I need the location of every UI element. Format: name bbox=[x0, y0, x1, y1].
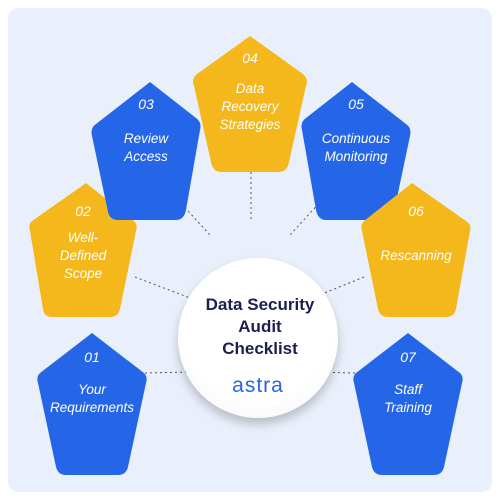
step-01-label: Your Requirements bbox=[36, 381, 148, 417]
step-05-shape: 05 Continuous Monitoring bbox=[300, 80, 412, 222]
step-04-shape: 04 Data Recovery Strategies bbox=[191, 34, 309, 174]
pentagon-shape bbox=[193, 36, 307, 172]
step-06-shape: 06 Rescanning bbox=[360, 181, 472, 319]
step-label-line: Data bbox=[235, 81, 265, 96]
center-title-line: Audit bbox=[238, 317, 282, 336]
connector-01 bbox=[144, 371, 191, 374]
pentagon-shape bbox=[353, 333, 463, 475]
center-title: Data Security Audit Checklist bbox=[180, 294, 340, 360]
step-06-number: 06 bbox=[408, 203, 424, 219]
pentagon-shape bbox=[29, 183, 137, 317]
step-06-label: Rescanning bbox=[360, 247, 472, 265]
step-label-line: Strategies bbox=[219, 117, 281, 132]
pentagon-shape bbox=[301, 82, 411, 220]
step-label-line: Review bbox=[123, 131, 169, 146]
step-label-line: Continuous bbox=[321, 131, 391, 146]
step-01-shape: 01 Your Requirements bbox=[36, 331, 148, 477]
step-02-number: 02 bbox=[75, 203, 91, 219]
step-label-line: Training bbox=[384, 400, 432, 415]
step-07-shape: 07 Staff Training bbox=[352, 331, 464, 477]
step-05-number: 05 bbox=[348, 96, 364, 112]
step-label-line: Monitoring bbox=[324, 149, 388, 164]
step-03-label: Review Access bbox=[90, 130, 202, 166]
step-label-line: Access bbox=[124, 149, 168, 164]
pentagon-shape bbox=[37, 333, 147, 475]
step-02-label: Well- Defined Scope bbox=[28, 229, 138, 283]
step-04-label: Data Recovery Strategies bbox=[191, 80, 309, 134]
step-label-line: Staff bbox=[394, 382, 422, 397]
step-07-label: Staff Training bbox=[352, 381, 464, 417]
center-title-line: Checklist bbox=[222, 339, 298, 358]
step-label-line: Well- bbox=[67, 230, 99, 245]
step-label-line: Scope bbox=[63, 266, 103, 281]
center-circle bbox=[178, 258, 338, 418]
astra-logo: astra bbox=[232, 374, 284, 397]
pentagon-shape bbox=[91, 82, 201, 220]
center-title-line: Data Security bbox=[205, 295, 315, 314]
step-label-line: Requirements bbox=[49, 400, 135, 415]
step-03-number: 03 bbox=[138, 96, 154, 112]
step-label-line: Defined bbox=[59, 248, 107, 263]
step-02-shape: 02 Well- Defined Scope bbox=[28, 181, 138, 319]
pentagon-shape bbox=[361, 183, 471, 317]
step-05-label: Continuous Monitoring bbox=[300, 130, 412, 166]
step-label-line: Your bbox=[78, 382, 106, 397]
step-07-number: 07 bbox=[400, 349, 416, 365]
step-label-line: Rescanning bbox=[380, 248, 452, 263]
step-label-line: Recovery bbox=[221, 99, 279, 114]
step-04-number: 04 bbox=[242, 50, 258, 66]
step-01-number: 01 bbox=[84, 349, 100, 365]
step-03-shape: 03 Review Access bbox=[90, 80, 202, 222]
